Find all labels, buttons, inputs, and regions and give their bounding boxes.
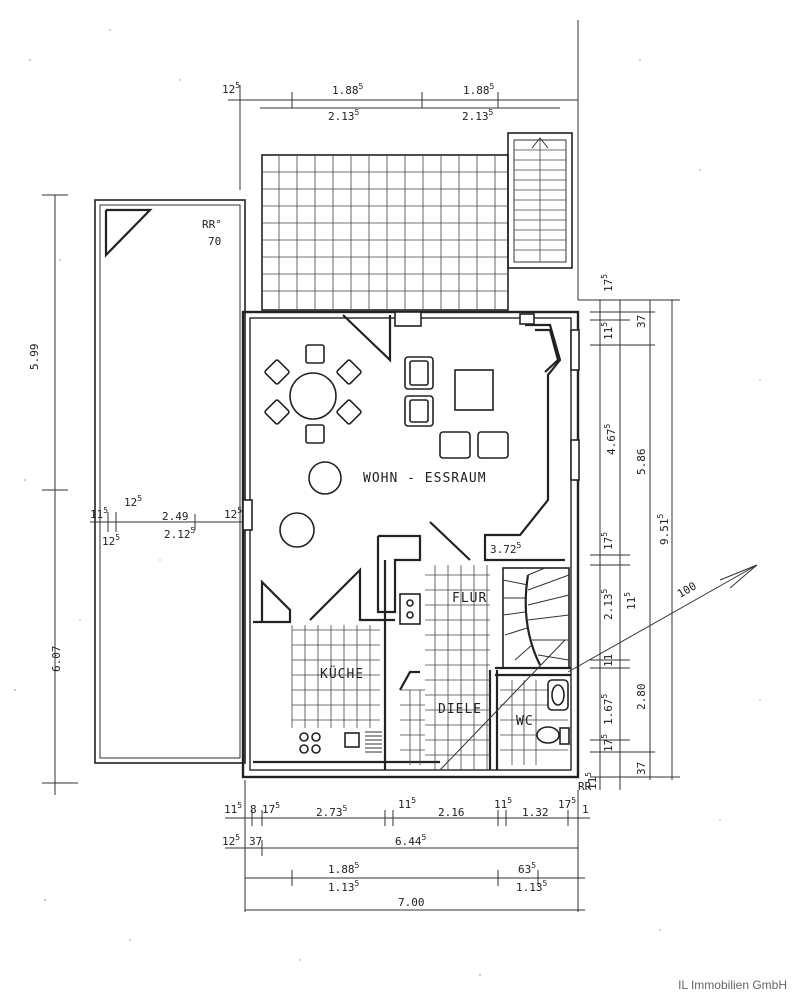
svg-text:2.49: 2.49 — [162, 510, 189, 523]
terrace-tiles — [261, 154, 509, 311]
rr-bottom: RR — [578, 780, 592, 793]
room-label-kitchen: KÜCHE — [320, 665, 364, 682]
svg-text:175: 175 — [262, 801, 280, 816]
watermark: IL Immobilien GmbH — [678, 978, 787, 992]
svg-text:1.135: 1.135 — [516, 879, 548, 894]
svg-text:100: 100 — [675, 579, 699, 600]
svg-text:1.885: 1.885 — [328, 861, 360, 876]
floor-tiles — [291, 565, 568, 771]
svg-text:37: 37 — [635, 315, 648, 328]
top-dimensions: 125 1.885 2.135 1.885 2.135 — [222, 20, 579, 300]
interior-walls — [253, 314, 571, 770]
svg-text:2.80: 2.80 — [635, 684, 648, 711]
living-furniture — [264, 344, 509, 625]
right-dimensions: 175 115 37 4.675 5.86 9.515 175 2.135 11… — [578, 274, 680, 790]
svg-text:11: 11 — [602, 654, 615, 667]
svg-text:6.445: 6.445 — [395, 833, 427, 848]
svg-text:635: 635 — [518, 861, 536, 876]
svg-text:115: 115 — [494, 796, 512, 811]
svg-text:5.99: 5.99 — [28, 344, 41, 371]
svg-text:37: 37 — [635, 762, 648, 775]
left-dimensions: 5.99 6.07 — [28, 194, 78, 795]
svg-text:5.86: 5.86 — [635, 449, 648, 476]
svg-text:175: 175 — [558, 796, 576, 811]
svg-text:70: 70 — [208, 235, 221, 248]
svg-text:115: 115 — [224, 801, 242, 816]
svg-text:1.885: 1.885 — [332, 82, 364, 97]
middle-dimensions: 115 125 2.49 2.125 125 125 — [90, 494, 245, 548]
interior-stair — [502, 567, 570, 669]
balcony-left: RR° 70 — [94, 199, 246, 764]
svg-text:4.675: 4.675 — [603, 424, 618, 456]
svg-text:1.135: 1.135 — [328, 879, 360, 894]
svg-text:2.135: 2.135 — [600, 589, 615, 621]
svg-text:6.07: 6.07 — [50, 646, 63, 673]
room-label-wc: WC — [516, 714, 534, 729]
svg-text:2.735: 2.735 — [316, 804, 348, 819]
svg-text:2.125: 2.125 — [164, 526, 196, 541]
exterior-stair — [507, 132, 573, 269]
svg-text:115: 115 — [398, 796, 416, 811]
svg-text:125: 125 — [224, 506, 242, 521]
svg-text:9.515: 9.515 — [656, 514, 671, 546]
svg-text:125: 125 — [102, 533, 120, 548]
svg-text:2.135: 2.135 — [328, 108, 360, 123]
svg-text:RR°: RR° — [202, 218, 222, 231]
svg-text:125: 125 — [222, 81, 240, 96]
scan-noise — [14, 29, 761, 976]
bottom-dimensions: 115 8 175 2.735 115 2.16 115 1.32 175 1 … — [222, 780, 590, 912]
stair-value: 3.725 — [490, 541, 522, 556]
svg-text:1: 1 — [582, 803, 589, 816]
svg-text:175: 175 — [600, 734, 615, 752]
svg-text:8: 8 — [250, 803, 257, 816]
svg-text:115: 115 — [600, 322, 615, 340]
svg-text:175: 175 — [600, 274, 615, 292]
room-labels: WOHN - ESSRAUM FLUR KÜCHE DIELE WC 3.725… — [320, 471, 592, 793]
exterior-walls — [241, 310, 580, 779]
room-label-entry: DIELE — [438, 702, 482, 717]
svg-text:115: 115 — [90, 506, 108, 521]
svg-text:2.135: 2.135 — [462, 108, 494, 123]
svg-text:1.32: 1.32 — [522, 806, 549, 819]
room-label-living: WOHN - ESSRAUM — [363, 471, 487, 486]
svg-text:1.885: 1.885 — [463, 82, 495, 97]
svg-text:175: 175 — [600, 532, 615, 550]
svg-text:7.00: 7.00 — [398, 896, 425, 909]
slope-arrow: 100 — [567, 564, 758, 673]
svg-text:115: 115 — [584, 772, 599, 790]
svg-text:37: 37 — [249, 835, 262, 848]
svg-text:1.675: 1.675 — [600, 694, 615, 726]
svg-text:115: 115 — [623, 592, 638, 610]
svg-text:125: 125 — [222, 833, 240, 848]
svg-text:2.16: 2.16 — [438, 806, 465, 819]
svg-text:125: 125 — [124, 494, 142, 509]
fixtures — [299, 679, 570, 754]
room-label-hall: FLUR — [452, 591, 487, 606]
